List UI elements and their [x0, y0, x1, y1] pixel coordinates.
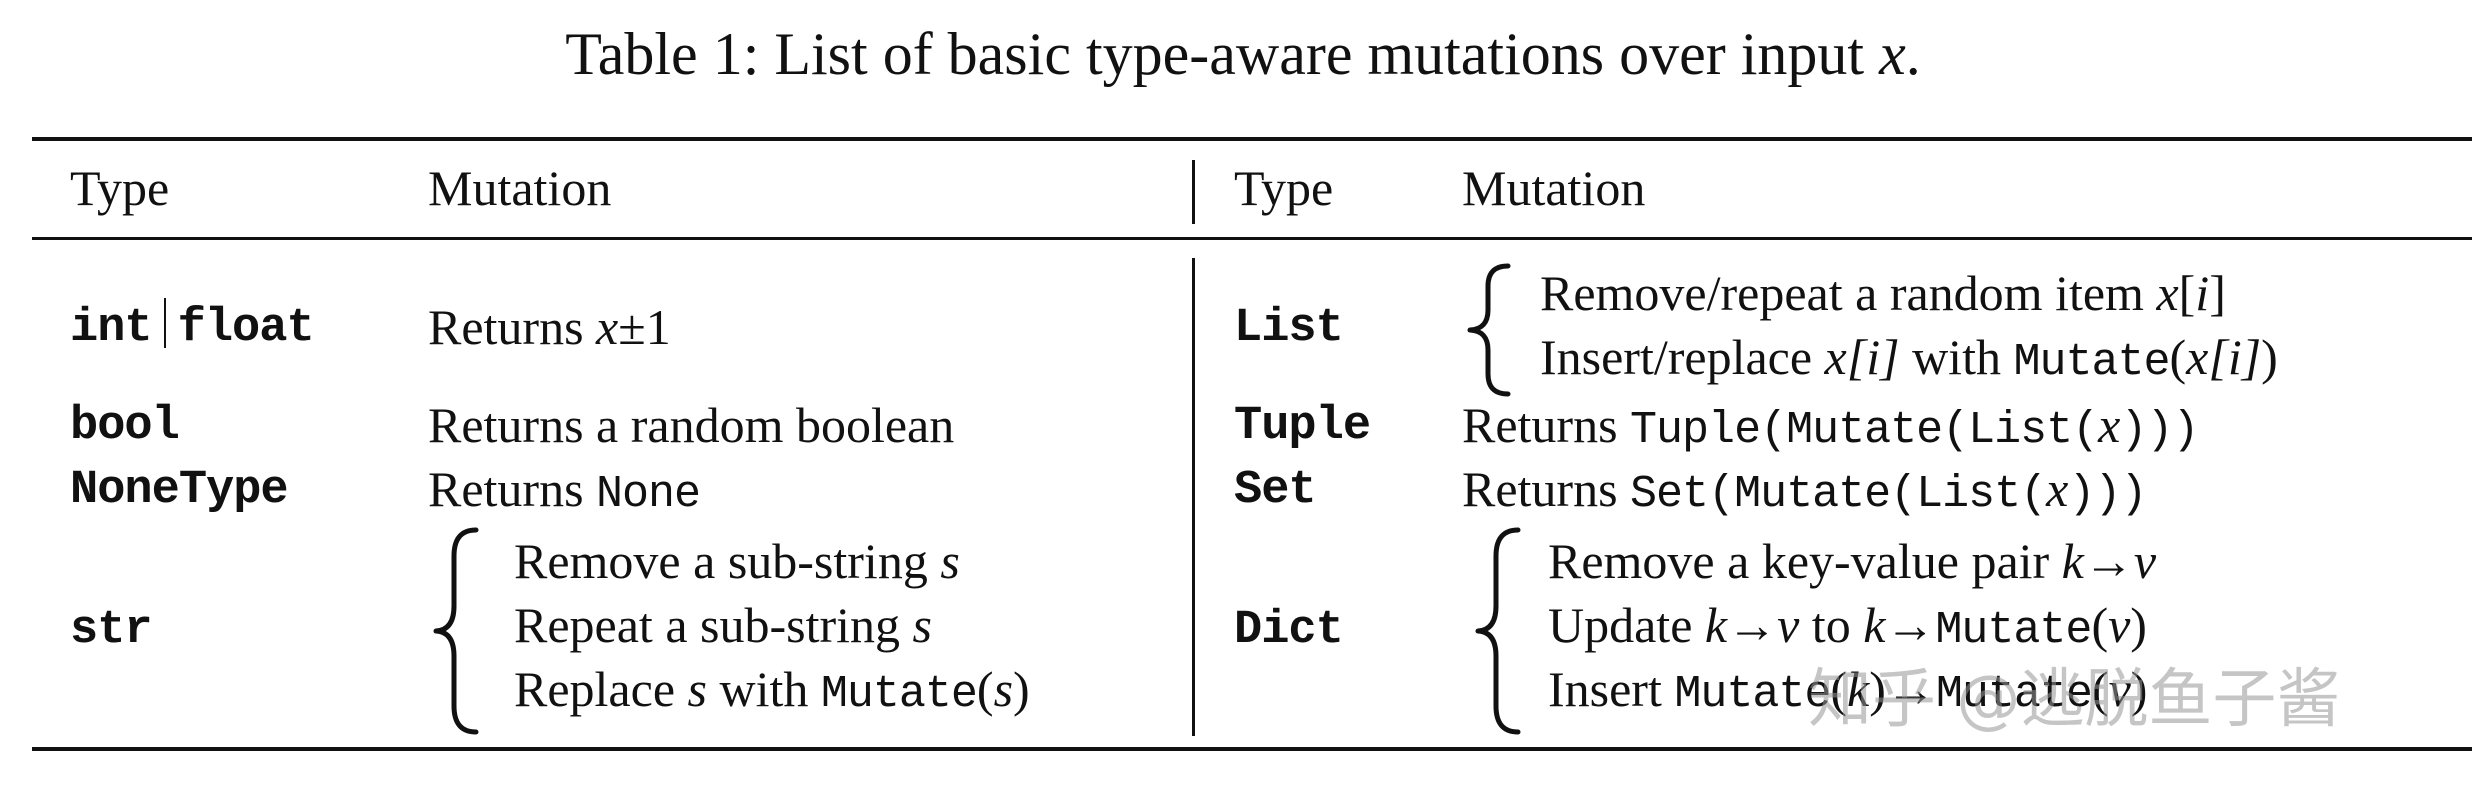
header-mutation-left: Mutation — [428, 160, 612, 216]
mutation-list-insert: Insert/replace x[i] with Mutate(x[i]) — [1540, 329, 2278, 388]
watermark: 知乎 @逃脱鱼子酱 — [1808, 663, 2341, 737]
body-column-divider — [1192, 258, 1195, 736]
type-separator — [163, 298, 166, 348]
mutation-nonetype: Returns None — [428, 461, 701, 520]
right-brace-list — [1467, 263, 1511, 397]
header-mutation-right: Mutation — [1462, 160, 1646, 216]
mutation-str-repeat: Repeat a sub-string s — [514, 597, 932, 653]
mutation-list-remove: Remove/repeat a random item x[i] — [1540, 265, 2226, 321]
mutation-bool: Returns a random boolean — [428, 397, 955, 453]
mutation-str-remove: Remove a sub-string s — [514, 533, 960, 589]
type-dict: Dict — [1234, 604, 1344, 657]
header-type-right: Type — [1234, 160, 1334, 216]
mutation-dict-update: Update k→v to k→Mutate(v) — [1548, 597, 2147, 656]
type-tuple: Tuple — [1234, 400, 1371, 453]
header-column-divider — [1192, 160, 1195, 224]
header-type-left: Type — [70, 160, 170, 216]
mutation-tuple: Returns Tuple(Mutate(List(x))) — [1462, 397, 2199, 456]
type-str: str — [70, 604, 153, 657]
right-brace-dict — [1475, 527, 1521, 735]
top-rule — [32, 137, 2472, 141]
type-list: List — [1234, 302, 1344, 355]
type-set: Set — [1234, 464, 1317, 517]
type-bool: bool — [70, 400, 180, 453]
type-nonetype: NoneType — [70, 464, 289, 517]
mutation-dict-insert: Insert Mutate(k)→Mutate(v) — [1548, 661, 2148, 720]
mutation-dict-remove: Remove a key-value pair k→v — [1548, 533, 2157, 589]
bottom-rule — [32, 747, 2472, 751]
left-brace-str — [433, 527, 479, 735]
table-caption: Table 1: List of basic type-aware mutati… — [565, 21, 1921, 87]
mutation-int-float: Returns x±1 — [428, 299, 671, 355]
caption-variable: x — [1879, 21, 1906, 87]
mutation-set: Returns Set(Mutate(List(x))) — [1462, 461, 2147, 520]
header-rule — [32, 237, 2472, 240]
mutation-str-replace: Replace s with Mutate(s) — [514, 661, 1030, 720]
